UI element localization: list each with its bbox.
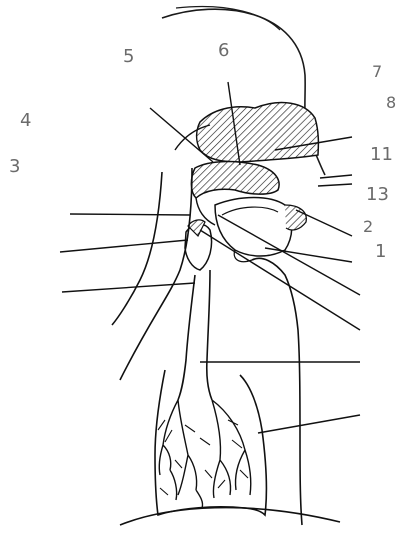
neck-back-line-2 — [120, 168, 192, 380]
label-2-partial: 2 — [363, 217, 373, 236]
bronchial-tree — [159, 400, 251, 508]
bronchioles — [158, 420, 248, 495]
label-3: 3 — [9, 156, 20, 177]
neck-back-line-1 — [112, 172, 162, 325]
label-13: 13 — [366, 184, 389, 205]
trachea — [178, 270, 212, 400]
pointer-left-2 — [60, 240, 188, 252]
nasal-cavity — [197, 103, 319, 162]
label-6: 6 — [218, 40, 229, 61]
pointer-13 — [318, 184, 352, 186]
label-4: 4 — [20, 110, 31, 131]
label-1: 1 — [375, 241, 386, 262]
pointer-left-3 — [62, 283, 195, 292]
label-5: 5 — [123, 46, 134, 67]
pointer-1 — [265, 248, 352, 262]
pointer-lung — [258, 415, 360, 433]
pointer-upper-right — [320, 175, 352, 178]
pointer-left-1 — [70, 214, 190, 215]
diaphragm-line — [120, 508, 340, 525]
nasopharynx — [191, 162, 279, 198]
neck-front-line — [252, 258, 302, 525]
label-11: 11 — [370, 144, 393, 165]
label-7-partial: 7 — [372, 62, 382, 81]
lips — [285, 205, 306, 230]
label-8-partial: 8 — [386, 93, 396, 112]
